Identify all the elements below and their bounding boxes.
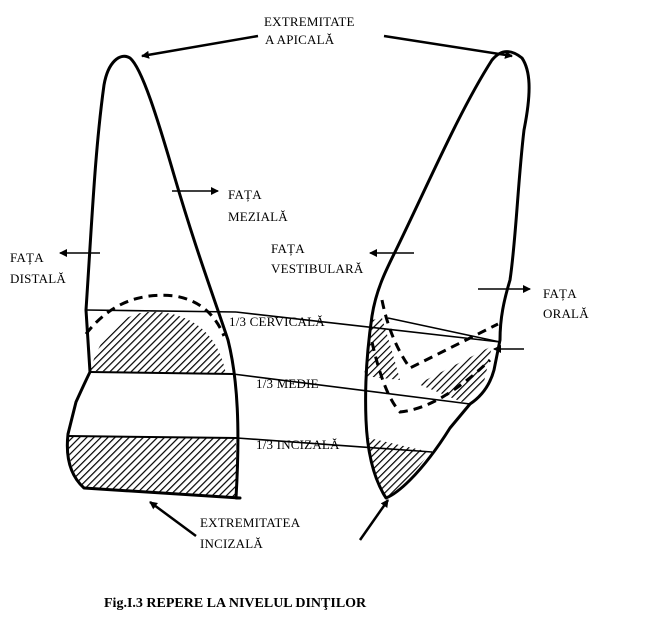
cervical-third-label: 1/3 CERVICALĂ	[229, 314, 325, 329]
right-cervical-line	[235, 311, 501, 343]
apical-label-line2: A APICALĂ	[265, 32, 335, 47]
mesial-label-line1: FAȚA	[228, 187, 262, 202]
left-incizala-line	[67, 435, 238, 439]
vestibular-label-line1: FAȚA	[271, 241, 305, 256]
left-tooth-outline	[65, 54, 242, 500]
vestibular-label-line2: VESTIBULARĂ	[271, 261, 364, 276]
incisal-third-label: 1/3 INCIZALĂ	[256, 437, 340, 452]
right-cervical-hatch-oral	[418, 346, 492, 402]
oral-label-line1: FAȚA	[543, 286, 577, 301]
figure-caption: Fig.I.3 REPERE LA NIVELUL DINŢILOR	[104, 596, 367, 611]
right-medie-line	[232, 373, 471, 405]
incisal-arrow-left	[149, 500, 197, 538]
apical-arrow-right	[383, 34, 513, 59]
right-cervical-hatch-vestibular	[364, 318, 400, 380]
mesial-label-line2: MEZIALĂ	[228, 209, 288, 224]
left-cervical-line	[85, 309, 237, 313]
left-incisal-third-hatch	[68, 436, 236, 497]
apical-label-line1: EXTREMITATE	[264, 14, 355, 29]
apical-arrow-left	[141, 34, 259, 59]
incisal-edge-label-line1: EXTREMITATEA	[200, 515, 301, 530]
right-tooth-outline	[364, 50, 531, 500]
right-oral-inner-line	[387, 317, 501, 343]
left-cervical-hatch	[90, 311, 226, 374]
left-medie-line	[89, 371, 234, 375]
right-dashed-line-upper	[380, 299, 499, 370]
oral-label-line2: ORALĂ	[543, 306, 589, 321]
right-incizala-line	[236, 437, 433, 453]
incisal-edge-label-line2: INCIZALĂ	[200, 536, 263, 551]
distal-label-line1: FAȚA	[10, 250, 44, 265]
incisal-arrow-right	[358, 499, 390, 541]
right-incisal-hatch	[369, 438, 430, 498]
middle-third-label: 1/3 MEDIE	[256, 376, 319, 391]
distal-label-line2: DISTALĂ	[10, 271, 66, 286]
right-dashed-line-lower	[370, 341, 492, 414]
